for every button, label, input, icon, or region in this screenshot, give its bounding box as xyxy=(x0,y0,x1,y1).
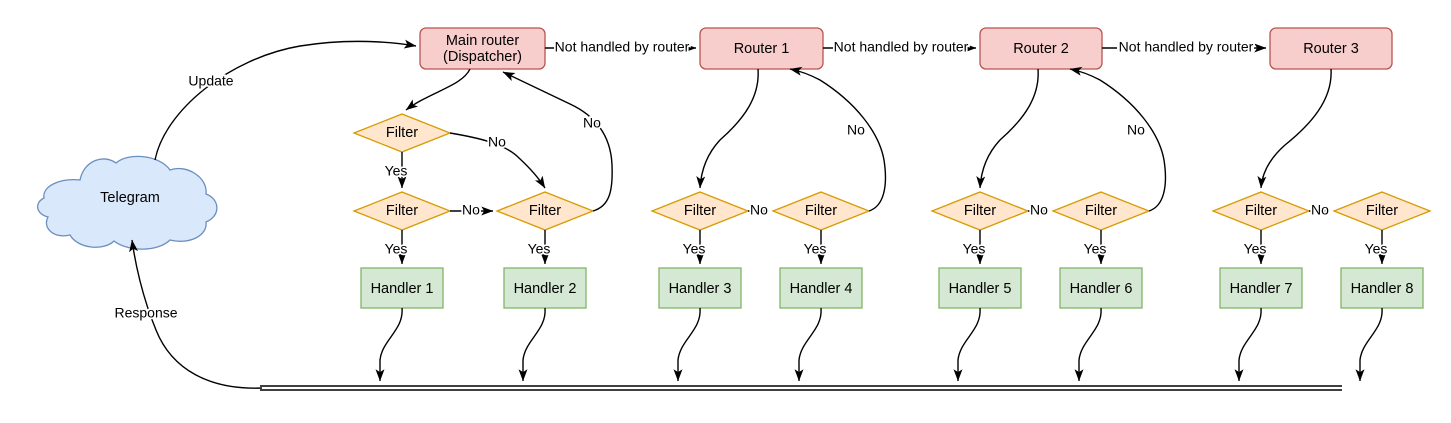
filter-r3-right-label: Filter xyxy=(1366,203,1398,219)
edge-label-not-handled-3: Not handled by router xyxy=(1119,39,1254,55)
main-router-label-line2: (Dispatcher) xyxy=(443,49,522,65)
filter-r2-right-node[interactable]: Filter xyxy=(1051,191,1151,231)
edge-handler3-to-bus xyxy=(673,307,701,382)
filter-r1-left-label: Filter xyxy=(684,203,716,219)
filter-r1-right-label: Filter xyxy=(805,203,837,219)
filter-r1-right-node[interactable]: Filter xyxy=(771,191,871,231)
edge-handler7-to-bus xyxy=(1234,307,1262,382)
edge-label-yes-h6: Yes xyxy=(1084,241,1107,257)
handler-1-box xyxy=(360,267,444,309)
edge-label-no-r1-mid: No xyxy=(750,202,768,218)
handler-1-label: Handler 1 xyxy=(371,281,434,297)
edge-label-not-handled-1: Not handled by router xyxy=(555,39,690,55)
edge-label-yes-h1: Yes xyxy=(385,241,408,257)
handler-8-box xyxy=(1340,267,1424,309)
filter-main-top-label: Filter xyxy=(386,125,418,141)
edge-update xyxy=(154,39,417,161)
handler-5-node[interactable]: Handler 5 xyxy=(938,267,1022,309)
handler-3-box xyxy=(658,267,742,309)
edge-label-yes-h4: Yes xyxy=(804,241,827,257)
edge-label-yes-h5: Yes xyxy=(963,241,986,257)
main-router-node[interactable]: Main router (Dispatcher) xyxy=(419,27,546,70)
edge-filter-r1-right-no-back xyxy=(789,66,887,212)
edge-handler5-to-bus xyxy=(953,307,981,382)
handler-5-label: Handler 5 xyxy=(949,281,1012,297)
handler-3-label: Handler 3 xyxy=(669,281,732,297)
filter-r3-left-node[interactable]: Filter xyxy=(1211,191,1311,231)
filter-main-left-node[interactable]: Filter xyxy=(352,191,452,231)
handler-6-box xyxy=(1059,267,1143,309)
edge-label-no-r1-back: No xyxy=(847,122,865,138)
router-3-node[interactable]: Router 3 xyxy=(1269,27,1393,70)
edge-response-to-telegram xyxy=(129,239,263,389)
telegram-cloud-label: Telegram xyxy=(100,190,160,206)
edge-handler8-to-bus xyxy=(1355,307,1383,382)
filter-r2-right-label: Filter xyxy=(1085,203,1117,219)
edge-label-yes-h2: Yes xyxy=(528,241,551,257)
handler-1-node[interactable]: Handler 1 xyxy=(360,267,444,309)
edge-filter-top-no xyxy=(449,132,546,189)
filter-main-right-node[interactable]: Filter xyxy=(495,191,595,231)
handler-8-node[interactable]: Handler 8 xyxy=(1340,267,1424,309)
filter-r2-left-label: Filter xyxy=(964,203,996,219)
router-2-node[interactable]: Router 2 xyxy=(979,27,1103,70)
cloud-shape xyxy=(37,155,218,250)
edge-label-no-main-2: No xyxy=(462,202,480,218)
edge-handler4-to-bus xyxy=(794,307,822,382)
edge-router3-to-filter-left xyxy=(1257,68,1332,189)
filter-r3-right-node[interactable]: Filter xyxy=(1332,191,1432,231)
edge-label-no-r2-mid: No xyxy=(1030,202,1048,218)
handler-4-box xyxy=(779,267,863,309)
filter-main-left-label: Filter xyxy=(386,203,418,219)
edge-label-response: Response xyxy=(114,305,177,321)
filter-main-top-node[interactable]: Filter xyxy=(352,113,452,153)
edge-label-yes-h8: Yes xyxy=(1365,241,1388,257)
edge-filter-r2-right-no-back xyxy=(1069,66,1167,212)
router-2-label: Router 2 xyxy=(1013,41,1069,57)
edge-label-yes-h7: Yes xyxy=(1244,241,1267,257)
edge-label-update: Update xyxy=(188,73,233,89)
filter-r1-left-node[interactable]: Filter xyxy=(650,191,750,231)
edge-router1-to-filter-left xyxy=(696,68,759,189)
edge-label-yes-h3: Yes xyxy=(683,241,706,257)
telegram-cloud-node[interactable]: Telegram xyxy=(37,155,218,250)
main-router-label-line1: Main router xyxy=(446,33,520,49)
filter-r2-left-node[interactable]: Filter xyxy=(930,191,1030,231)
handler-7-box xyxy=(1219,267,1303,309)
handler-7-node[interactable]: Handler 7 xyxy=(1219,267,1303,309)
edge-handler6-to-bus xyxy=(1074,307,1102,382)
handler-3-node[interactable]: Handler 3 xyxy=(658,267,742,309)
handler-6-node[interactable]: Handler 6 xyxy=(1059,267,1143,309)
handler-2-box xyxy=(503,267,587,309)
handler-6-label: Handler 6 xyxy=(1070,281,1133,297)
edge-filter-main-right-no-back xyxy=(502,71,613,212)
edge-label-yes-main-top: Yes xyxy=(385,163,408,179)
edge-label-no-r3-mid: No xyxy=(1311,202,1329,218)
handler-4-label: Handler 4 xyxy=(790,281,853,297)
edge-label-no-main-3: No xyxy=(583,115,601,131)
edge-label-no-main-1: No xyxy=(488,134,506,150)
handler-2-node[interactable]: Handler 2 xyxy=(503,267,587,309)
filter-main-right-label: Filter xyxy=(529,203,561,219)
handler-7-label: Handler 7 xyxy=(1230,281,1293,297)
edge-mainrouter-to-filter-top xyxy=(405,68,471,111)
handler-2-label: Handler 2 xyxy=(514,281,577,297)
handler-8-label: Handler 8 xyxy=(1351,281,1414,297)
filter-r3-left-label: Filter xyxy=(1245,203,1277,219)
router-1-label: Router 1 xyxy=(734,41,790,57)
edge-handler1-to-bus xyxy=(375,307,403,382)
router-1-node[interactable]: Router 1 xyxy=(699,27,824,70)
edge-label-not-handled-2: Not handled by router xyxy=(834,39,969,55)
router-3-label: Router 3 xyxy=(1303,41,1359,57)
edge-label-no-r2-back: No xyxy=(1127,122,1145,138)
edge-handler2-to-bus xyxy=(518,307,546,382)
edge-router2-to-filter-left xyxy=(976,68,1039,189)
handler-4-node[interactable]: Handler 4 xyxy=(779,267,863,309)
